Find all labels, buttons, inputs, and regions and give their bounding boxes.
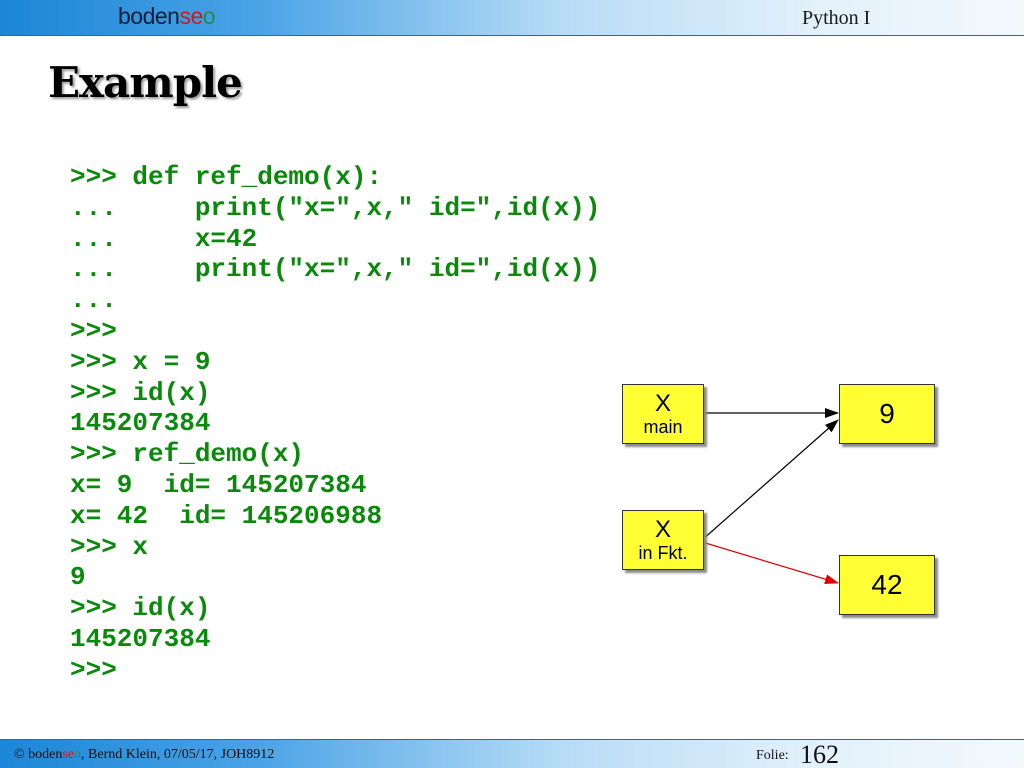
slide-title: Example — [48, 58, 243, 107]
code-line: >>> — [70, 315, 117, 346]
code-line: >>> id(x) — [70, 377, 211, 408]
code-line: x= 9 id= 145207384 — [70, 469, 367, 500]
code-line: >>> — [70, 654, 117, 685]
code-line: >>> def ref_demo(x): — [70, 162, 383, 192]
variable-scope: main — [643, 417, 683, 437]
code-line: 145207384 — [70, 408, 211, 439]
code-line: >>> x — [70, 531, 149, 562]
footer-copyright: © bodenseo, Bernd Klein, 07/05/17, JOH89… — [14, 747, 274, 763]
header-bar: bodenseo Python I — [0, 0, 1024, 36]
code-line: 145207384 — [70, 623, 211, 654]
footer-brand-se: se — [62, 747, 75, 762]
footer-brand-o: o — [74, 747, 82, 762]
code-line: x= 42 id= 145206988 — [70, 500, 383, 531]
variable-scope: in Fkt. — [638, 543, 688, 563]
logo-text-se: se — [179, 3, 203, 29]
code-line: >>> ref_demo(x) — [70, 439, 305, 470]
course-title: Python I — [802, 7, 871, 29]
variable-name: X — [654, 390, 671, 417]
code-line: >>> id(x) — [70, 593, 211, 624]
value-box-9: 9 — [839, 384, 935, 444]
code-line: >>> x = 9 — [70, 346, 211, 377]
footer-brand-boden: boden — [28, 747, 63, 762]
code-line: ... print("x=",x," id=",id(x)) — [70, 254, 601, 285]
logo-text-boden: boden — [118, 3, 180, 29]
variable-name: X — [654, 516, 671, 543]
copyright-symbol: © — [14, 747, 29, 762]
footer-bar: © bodenseo, Bernd Klein, 07/05/17, JOH89… — [0, 739, 1024, 768]
variable-box-function: X in Fkt. — [622, 510, 704, 570]
slide-number-label: Folie: — [756, 748, 789, 763]
footer-details: , Bernd Klein, 07/05/17, JOH8912 — [81, 747, 275, 762]
value-box-42: 42 — [839, 555, 935, 615]
arrow-fkt-to-9 — [701, 419, 839, 541]
code-line: ... print("x=",x," id=",id(x)) — [70, 192, 601, 223]
slide-number: 162 — [800, 740, 839, 768]
value-label: 9 — [879, 398, 895, 429]
code-block: >>> def ref_demo(x):... print("x=",x," i… — [70, 162, 601, 686]
bodenseo-logo: bodenseo — [118, 3, 216, 30]
arrow-fkt-to-42 — [701, 541, 839, 585]
code-line: ... x=42 — [70, 223, 258, 254]
value-label: 42 — [871, 569, 903, 600]
code-line: ... — [70, 285, 117, 316]
logo-text-o: o — [202, 3, 216, 29]
code-line: 9 — [70, 562, 86, 593]
variable-box-main: X main — [622, 384, 704, 444]
